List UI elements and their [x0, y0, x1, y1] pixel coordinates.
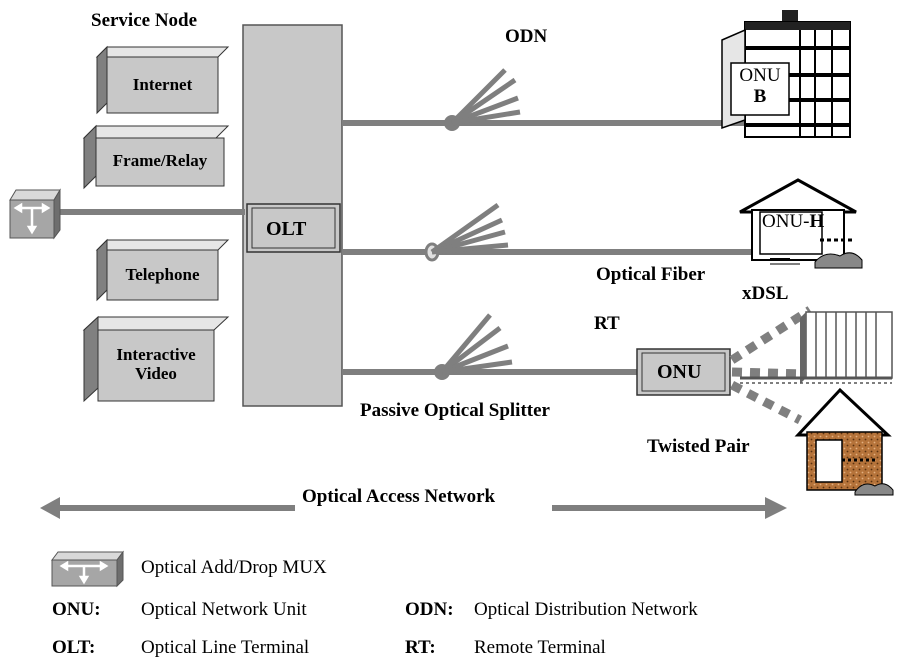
olt-box: [246, 203, 341, 253]
legend-mux-row: Optical Add/Drop MUX: [141, 558, 327, 577]
service-box-interactive-video: [82, 315, 230, 403]
legend-rt-text: Remote Terminal: [474, 637, 606, 658]
fiber-to-onu-b: [342, 68, 750, 131]
rt-label: RT: [594, 313, 620, 334]
access-network-arrow: [40, 497, 787, 519]
onu-b-line1: ONU: [739, 65, 781, 86]
rt-onu-label: ONU: [657, 361, 702, 383]
onu-h-label: ONU-H: [762, 212, 824, 231]
legend-odn-row: ODN: Optical Distribution Network: [405, 600, 698, 619]
legend-onu-text: Optical Network Unit: [141, 599, 307, 620]
optical-fiber-label: Optical Fiber: [596, 264, 706, 285]
office-building-icon: [740, 311, 893, 384]
twisted-pair-label: Twisted Pair: [647, 436, 750, 457]
service-label-frame-relay: Frame/Relay: [112, 151, 208, 170]
odn-title-label: ODN: [505, 26, 548, 47]
legend-onu-abbr: ONU:: [52, 599, 101, 620]
legend-mux-icon: [51, 550, 124, 588]
brick-house-icon: [794, 387, 894, 496]
legend-olt-row: OLT: Optical Line Terminal: [52, 638, 309, 657]
mux-icon: [9, 188, 61, 240]
xdsl-label: xDSL: [742, 283, 789, 304]
fiber-to-rt: [342, 313, 640, 380]
onu-h-dash: -: [803, 211, 810, 232]
legend-rt-abbr: RT:: [405, 637, 436, 658]
legend-olt-abbr: OLT:: [52, 637, 96, 658]
olt-label: OLT: [266, 218, 307, 240]
service-label-internet: Internet: [132, 75, 193, 94]
olt-box-inner: [251, 207, 336, 249]
service-box-telephone: [95, 238, 230, 302]
house-icon: [739, 178, 863, 269]
service-box-frame-relay: [82, 124, 230, 190]
service-box-internet: [95, 45, 230, 115]
service-label-telephone: Telephone: [125, 265, 200, 284]
legend-odn-text: Optical Distribution Network: [474, 599, 698, 620]
passive-splitter-label: Passive Optical Splitter: [360, 400, 550, 421]
legend-odn-abbr: ODN:: [405, 599, 454, 620]
legend-olt-text: Optical Line Terminal: [141, 637, 310, 658]
apartment-building-icon: [721, 10, 851, 138]
legend-onu-row: ONU: Optical Network Unit: [52, 600, 307, 619]
service-label-interactive-video: Interactive Video: [116, 345, 196, 383]
onu-h-text: ONU: [762, 211, 804, 232]
access-network-label: Optical Access Network: [302, 486, 496, 507]
service-node-label: Service Node: [91, 10, 198, 31]
onu-b-label: ONU B: [733, 65, 787, 108]
rt-onu-box: [636, 348, 731, 396]
xdsl-links: [729, 306, 813, 425]
legend-rt-row: RT: Remote Terminal: [405, 638, 606, 657]
fiber-to-onu-h: [342, 202, 755, 262]
legend-mux-text: Optical Add/Drop MUX: [141, 557, 327, 578]
onu-h-suffix: H: [809, 211, 825, 232]
onu-b-line2: B: [753, 85, 767, 107]
